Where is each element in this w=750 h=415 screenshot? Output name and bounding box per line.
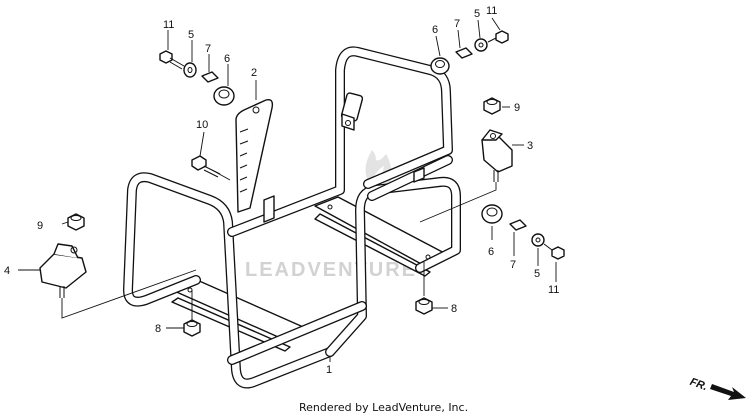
rail-rear	[314, 196, 451, 277]
watermark-text: LEADVENTURE	[245, 259, 417, 281]
mount-part-3-right	[481, 129, 513, 182]
callout-1: 1	[326, 364, 332, 376]
callout-2: 2	[251, 67, 257, 79]
callout-9: 9	[514, 102, 520, 114]
callout-5: 5	[534, 268, 540, 280]
front-direction-arrow: FR.	[688, 376, 746, 400]
fr-label: FR.	[688, 376, 709, 393]
bolt-part-10	[191, 155, 221, 178]
nut-part-9-right	[483, 97, 501, 115]
callout-4: 4	[4, 265, 10, 277]
nut-part-8-front	[183, 319, 201, 337]
callout-6: 6	[224, 53, 230, 65]
callout-7: 7	[454, 18, 460, 30]
arrow-right-icon	[710, 384, 746, 400]
callout-5: 5	[474, 8, 480, 20]
render-credit: Rendered by LeadVenture, Inc.	[299, 401, 468, 414]
mount-part-4-left	[39, 243, 87, 298]
hardware-stack-lower-right	[481, 204, 565, 260]
callout-3: 3	[527, 140, 533, 152]
callouts: 11 5 7 6 2 10 6 7 5 11 9 3 6 7 5 11 9 4 …	[4, 5, 559, 376]
callout-5: 5	[188, 29, 194, 41]
leader-lines	[18, 17, 557, 362]
callout-6: 6	[432, 24, 438, 36]
callout-10: 10	[196, 119, 208, 131]
hardware-stack-upper-left	[159, 50, 235, 106]
callout-11: 11	[163, 19, 174, 31]
callout-7: 7	[205, 43, 211, 55]
callout-9: 9	[37, 220, 43, 232]
callout-11: 11	[486, 5, 497, 17]
strap-part-2	[235, 98, 274, 213]
callout-11: 11	[548, 284, 559, 296]
callout-8: 8	[155, 323, 161, 335]
hardware-stack-upper-right	[430, 30, 509, 75]
nut-part-9-left	[67, 213, 85, 231]
callout-7: 7	[510, 259, 516, 271]
frame-part-1	[123, 46, 461, 389]
callout-6: 6	[488, 246, 494, 258]
nut-part-8-rear	[415, 297, 433, 315]
callout-8: 8	[451, 303, 457, 315]
